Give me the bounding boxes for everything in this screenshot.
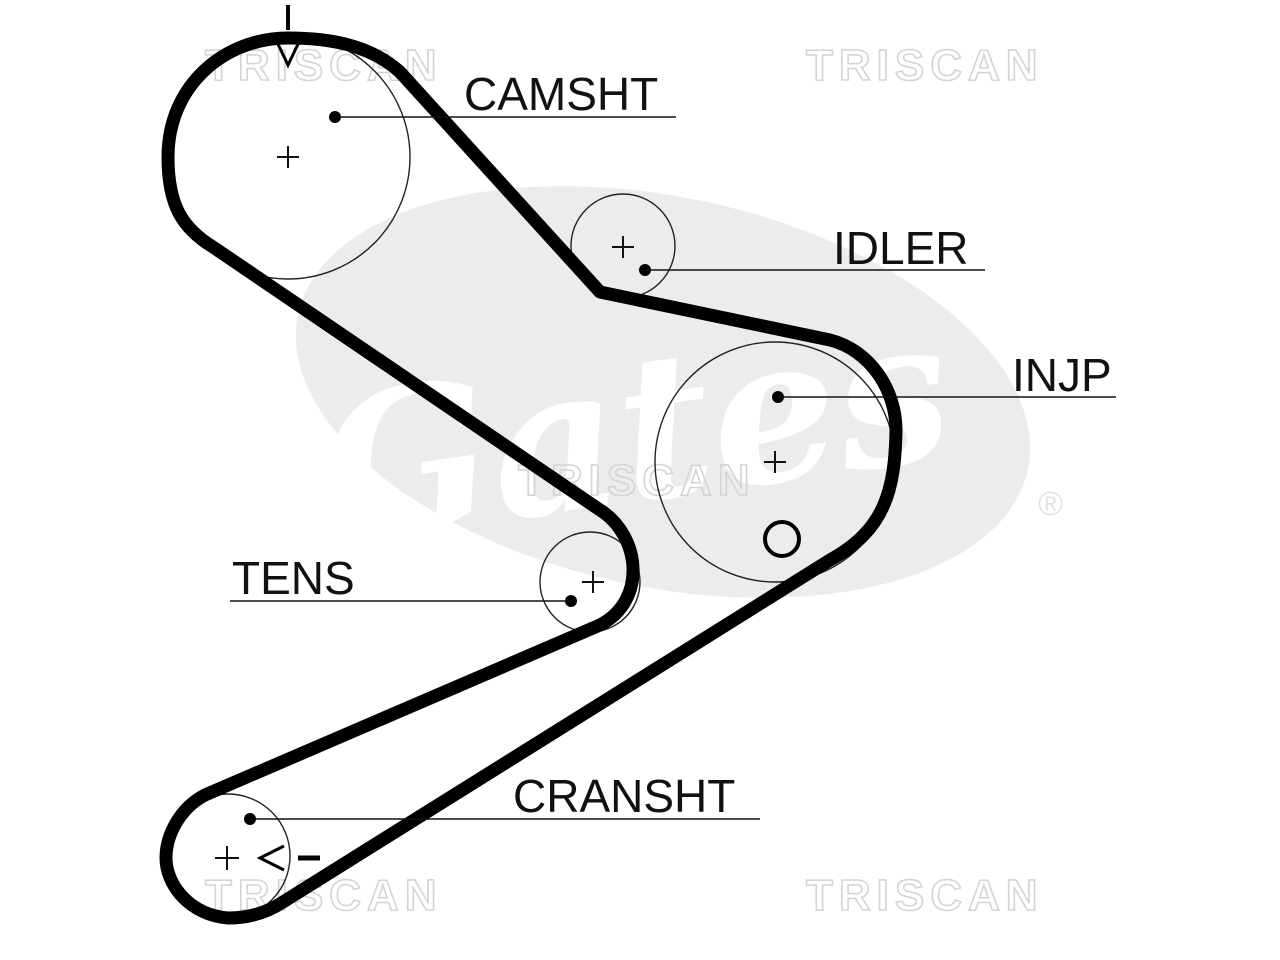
tensioner-center-cross	[582, 571, 604, 593]
camshaft-timing-arrow-icon	[274, 39, 302, 69]
registered-mark: ®	[1038, 485, 1063, 523]
injection-pump-center-cross	[764, 451, 786, 473]
gates-logo: Gates ®	[295, 186, 1063, 598]
camshaft-center-cross	[277, 146, 299, 168]
leaders	[230, 111, 1116, 825]
idler-center-cross	[612, 236, 634, 258]
injection-pump-label: INJP	[1012, 349, 1112, 401]
crankshaft-timing-arrow-icon	[256, 844, 285, 872]
camshaft-label: CAMSHT	[464, 68, 658, 120]
injection-pump-timing-circle	[763, 520, 801, 558]
labels: CAMSHT IDLER INJP TENS CRANSHT	[232, 68, 1112, 822]
watermark-top-right: TRISCAN	[806, 41, 1044, 90]
center-crosses	[215, 146, 786, 870]
crankshaft-center-cross	[215, 846, 239, 870]
crankshaft-label: CRANSHT	[513, 770, 735, 822]
idler-label: IDLER	[833, 222, 968, 274]
watermark-bottom-right: TRISCAN	[806, 871, 1044, 920]
timing-belt	[159, 31, 903, 925]
timing-marks	[256, 5, 801, 872]
tensioner-label: TENS	[232, 552, 355, 604]
gates-logo-oval	[295, 186, 1031, 598]
